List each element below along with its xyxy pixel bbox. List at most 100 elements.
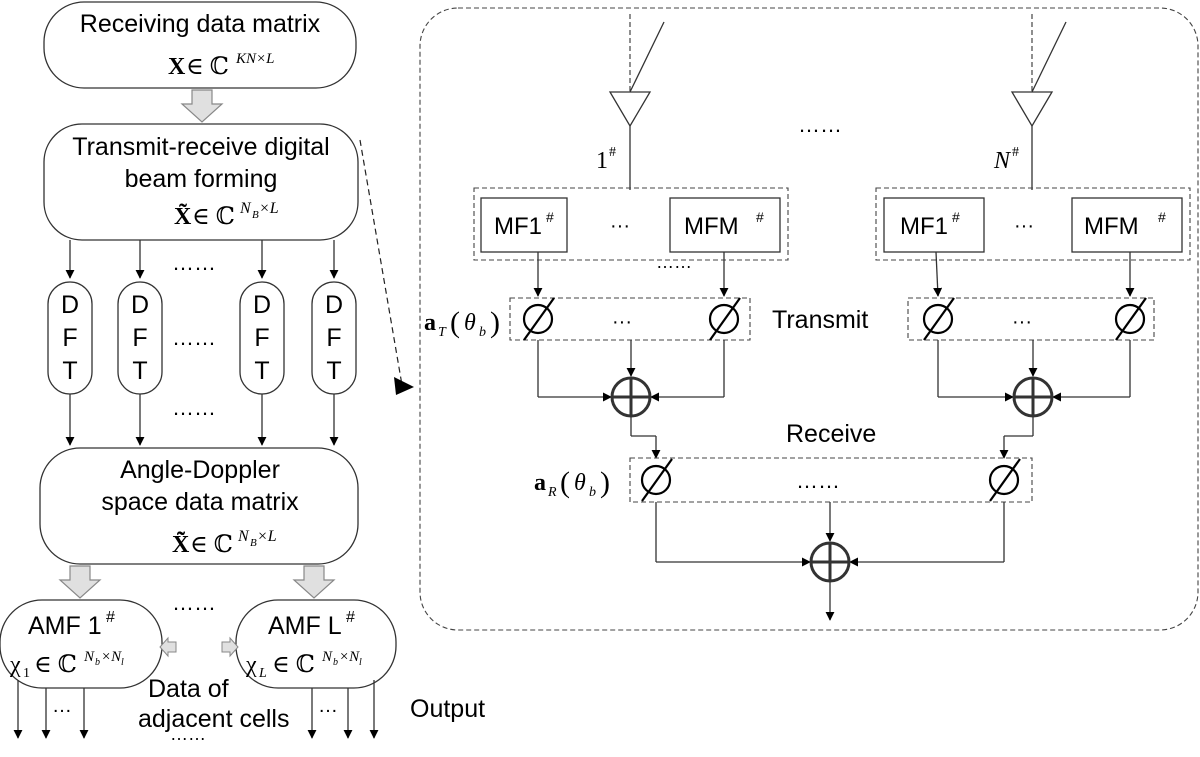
dft-2-letter-d: D — [131, 291, 149, 319]
receive-weight-n — [988, 458, 1021, 502]
amf1-output-arrows — [13, 680, 89, 739]
transmit-sum-1 — [537, 340, 725, 459]
dbf-title-line1: Transmit-receive digital — [72, 133, 329, 161]
amf1-hash: # — [106, 609, 115, 626]
amf1-sup-a: N — [83, 649, 95, 665]
amfL-output-arrows — [307, 680, 379, 739]
aR-theta-sub: b — [589, 485, 596, 500]
mf-between-dots: …… — [656, 252, 692, 272]
amf1-math-sub: 1 — [23, 666, 30, 681]
mfm-box-groupN — [1071, 197, 1183, 253]
receive-weight-row — [629, 457, 1033, 503]
aT-symbol: a — [424, 310, 436, 336]
hollow-arrow-right-adjacent — [221, 636, 239, 658]
dft-1-letter-t: T — [62, 357, 77, 385]
mf1-label-group1: MF1 — [494, 213, 542, 240]
amfL-math-symbol: χ — [245, 652, 257, 678]
amfL-sup-b-sub: l — [359, 657, 362, 668]
dft-to-ad-arrows — [65, 394, 339, 446]
dft-4-letter-f: F — [326, 324, 341, 352]
aR-lparen: ( — [560, 466, 570, 499]
hollow-arrow-left-adjacent — [159, 636, 177, 658]
mfm-label-group1: MFM — [684, 213, 739, 240]
dft-top-dots: …… — [172, 250, 216, 275]
transmit-weight-1b — [708, 297, 741, 341]
receiving-data-title: Receiving data matrix — [80, 10, 321, 38]
dbf-math-sup-tail: ×L — [259, 200, 279, 217]
amf1-sup-b-sub: l — [121, 657, 124, 668]
dbf-block: Transmit-receive digital beam forming X̃… — [43, 123, 359, 241]
transmit-label: Transmit — [772, 306, 868, 334]
hollow-arrow-down-amfL — [292, 565, 336, 599]
detail-panel-border — [419, 7, 1199, 631]
dft-middle-dots: …… — [172, 325, 216, 350]
amfL-hash: # — [346, 609, 355, 626]
amfL-math-sub: L — [258, 666, 267, 681]
hollow-arrow-down-1 — [180, 89, 224, 123]
mf1-label-groupN: MF1 — [900, 213, 948, 240]
receiving-math-superscript: KN×L — [235, 51, 274, 67]
zoom-connector-line — [359, 139, 403, 386]
mf-group-1-border — [473, 187, 789, 261]
zoom-connector-arrow — [394, 377, 414, 395]
dft-1-letter-d: D — [61, 291, 79, 319]
hollow-arrow-down-amf1 — [58, 565, 102, 599]
aR-rparen: ) — [600, 466, 610, 499]
aT-theta-sub: b — [479, 325, 486, 340]
transmit-ellipsis-n: ··· — [1012, 311, 1032, 333]
transmit-weight-1a — [522, 297, 555, 341]
antenna-1-hash: # — [609, 145, 616, 160]
mfm-hash-groupN: # — [1158, 209, 1166, 225]
amf1-sup-a-sub: b — [95, 657, 100, 668]
amf1-math-symbol: χ — [9, 652, 21, 678]
mf-ellipsis-groupN: ··· — [1014, 215, 1034, 237]
ad-math-sup-base: N — [237, 528, 250, 545]
dbf-box — [43, 123, 359, 241]
mf1-box-group1 — [480, 197, 568, 253]
transmit-ellipsis-1: ··· — [612, 311, 632, 333]
aT-theta: θ — [464, 310, 476, 336]
transmit-weight-row-1 — [509, 297, 751, 341]
transmit-weight-na — [922, 297, 955, 341]
mf-group-n-border — [875, 187, 1191, 261]
dft-bottom-dots: …… — [172, 395, 216, 420]
transmit-sum-n — [937, 340, 1131, 459]
antenna-n — [1010, 14, 1067, 190]
mf1-hash-groupN: # — [952, 209, 960, 225]
amf1-math-relation: ∈ ℂ — [34, 652, 77, 678]
dbf-math-sup-sub: B — [252, 209, 259, 221]
antenna-1 — [608, 14, 665, 190]
antenna-n-hash: # — [1012, 145, 1019, 160]
receive-sum — [655, 502, 1005, 621]
mf1-hash-group1: # — [546, 209, 554, 225]
receive-label: Receive — [786, 420, 876, 448]
receiving-data-box — [43, 1, 357, 89]
amf1-output-dots: … — [52, 695, 72, 717]
amf1-block: AMF 1 # χ 1 ∈ ℂ N b ×N l — [0, 599, 163, 689]
mf-ellipsis-group1: ··· — [610, 215, 630, 237]
antenna-n-label: N — [993, 148, 1012, 174]
dft-4-letter-t: T — [326, 357, 341, 385]
mfm-box-group1 — [669, 197, 781, 253]
transmit-weight-row-n — [907, 297, 1155, 341]
aT-subscript: T — [438, 325, 447, 340]
amfL-block: AMF L # χ L ∈ ℂ N b ×N l — [235, 599, 397, 689]
transmit-weight-nb — [1114, 297, 1147, 341]
amfL-label: AMF L — [268, 612, 342, 640]
dft-1-letter-f: F — [62, 324, 77, 352]
ad-math-sup-tail: ×L — [257, 528, 277, 545]
receiving-math-symbol: X — [168, 54, 186, 80]
aR-symbol: a — [534, 470, 546, 496]
dbf-math-symbol: X̃ — [174, 204, 192, 230]
amfL-output-dots: … — [318, 695, 338, 717]
mfm-hash-group1: # — [756, 209, 764, 225]
ad-math-sup-sub: B — [250, 537, 257, 549]
dft-3-letter-f: F — [254, 324, 269, 352]
mf-to-transmit-arrows — [533, 251, 1135, 297]
receive-weight-1 — [640, 458, 673, 502]
adjacent-line1: Data of — [148, 675, 229, 703]
aR-subscript: R — [547, 485, 557, 500]
angle-doppler-line1: Angle-Doppler — [120, 456, 280, 484]
adjacent-dots: …… — [170, 724, 206, 744]
angle-doppler-line2: space data matrix — [101, 488, 299, 516]
